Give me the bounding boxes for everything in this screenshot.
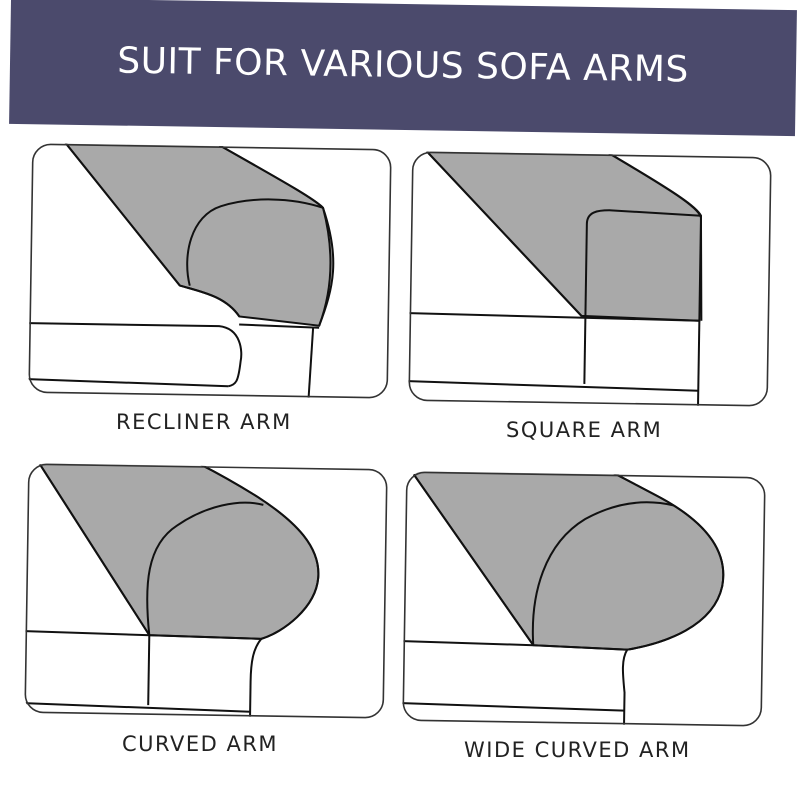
title-banner: SUIT FOR VARIOUS SOFA ARMS [9,0,797,137]
wide-curved-arm-panel [402,471,766,727]
curved-arm-sofa-icon [24,463,388,719]
wide-curved-arm-sofa-icon [402,471,766,727]
page-title: SUIT FOR VARIOUS SOFA ARMS [116,40,690,90]
curved-arm-label: CURVED ARM [122,732,279,756]
recliner-arm-sofa-icon [28,143,392,399]
curved-arm-panel [24,463,388,719]
square-arm-sofa-icon [408,151,772,407]
wide-curved-arm-label: WIDE CURVED ARM [464,738,691,762]
square-arm-panel [408,151,772,407]
recliner-arm-panel [28,143,392,399]
square-arm-label: SQUARE ARM [506,418,663,442]
recliner-arm-label: RECLINER ARM [116,410,292,434]
